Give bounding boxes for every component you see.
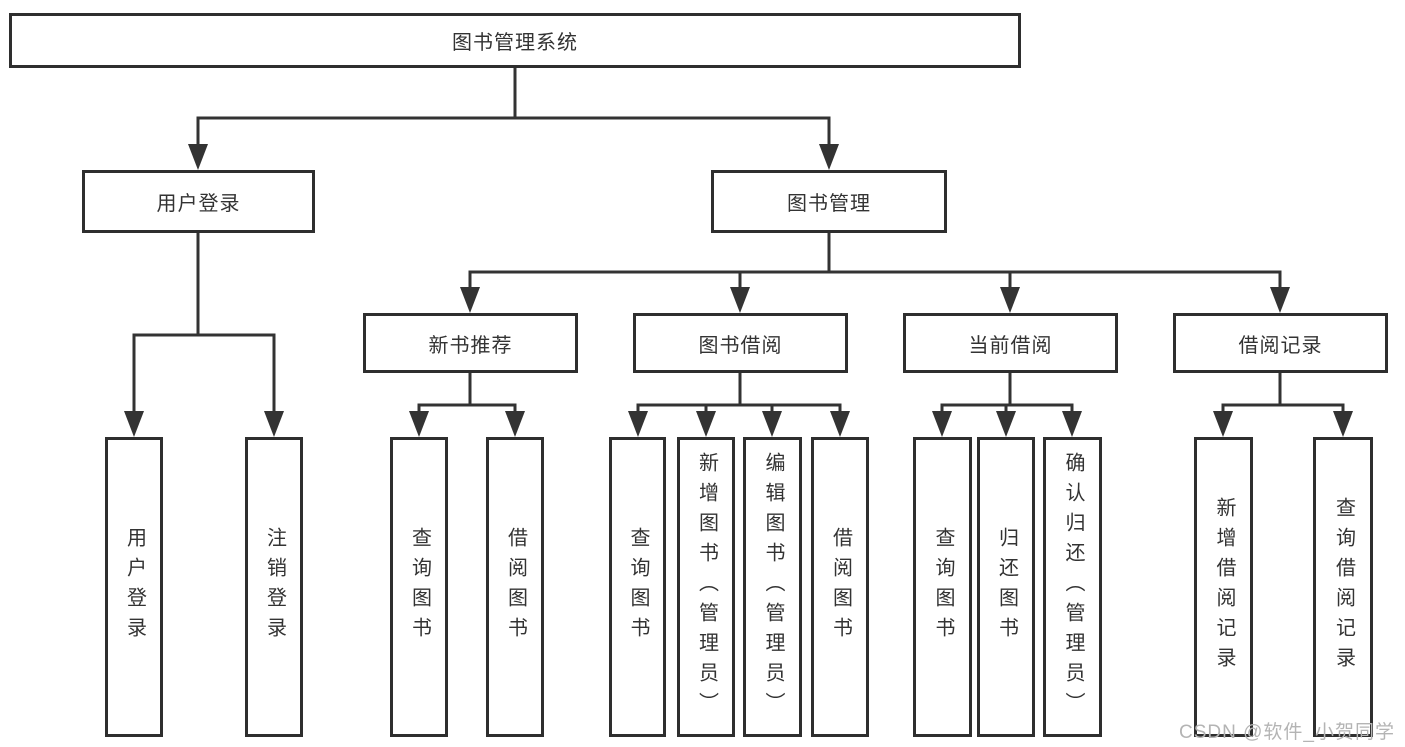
node-book-management-system: 图书管理系统 — [9, 13, 1021, 68]
arrowheads — [124, 144, 1353, 437]
node-new-book-recommend: 新书推荐 — [363, 313, 578, 373]
node-label: 查询图书 — [408, 527, 431, 647]
node-label: 确认归还（管理员） — [1062, 452, 1084, 722]
leaf-add-book-admin: 新增图书（管理员） — [677, 437, 735, 737]
leaf-query-books-recommend: 查询图书 — [390, 437, 448, 737]
leaf-borrow-books-recommend: 借阅图书 — [486, 437, 544, 737]
leaf-add-borrow-record: 新增借阅记录 — [1194, 437, 1253, 737]
node-label: 新书推荐 — [428, 334, 513, 357]
node-current-borrow: 当前借阅 — [903, 313, 1118, 373]
leaf-query-books-current: 查询图书 — [913, 437, 972, 737]
node-label: 注销登录 — [263, 527, 286, 647]
node-borrow-records: 借阅记录 — [1173, 313, 1388, 373]
node-label: 借阅记录 — [1238, 334, 1323, 357]
node-label: 用户登录 — [123, 527, 146, 647]
node-label: 图书管理 — [787, 193, 871, 215]
node-label: 编辑图书（管理员） — [762, 452, 784, 722]
leaf-return-books: 归还图书 — [977, 437, 1035, 737]
node-label: 查询图书 — [932, 527, 954, 647]
node-label: 查询借阅记录 — [1332, 497, 1355, 677]
node-book-management: 图书管理 — [711, 170, 947, 233]
leaf-edit-book-admin: 编辑图书（管理员） — [743, 437, 802, 737]
leaf-user-login: 用户登录 — [105, 437, 163, 737]
node-label: 借阅图书 — [504, 527, 527, 647]
node-label: 图书管理系统 — [452, 32, 578, 54]
node-label: 新增借阅记录 — [1213, 497, 1235, 677]
leaf-query-borrow-record: 查询借阅记录 — [1313, 437, 1373, 737]
node-label: 图书借阅 — [698, 334, 783, 357]
leaf-query-books-borrow: 查询图书 — [609, 437, 666, 737]
node-label: 归还图书 — [995, 527, 1018, 647]
node-label: 查询图书 — [627, 527, 649, 647]
node-label: 借阅图书 — [829, 527, 852, 647]
leaf-logout: 注销登录 — [245, 437, 303, 737]
node-label: 用户登录 — [156, 193, 241, 215]
node-book-borrow: 图书借阅 — [633, 313, 848, 373]
leaf-confirm-return-admin: 确认归还（管理员） — [1043, 437, 1102, 737]
node-label: 当前借阅 — [968, 334, 1053, 357]
node-label: 新增图书（管理员） — [695, 452, 718, 722]
leaf-borrow-books: 借阅图书 — [811, 437, 869, 737]
node-user-login: 用户登录 — [82, 170, 315, 233]
watermark: CSDN @软件_小贺同学 — [1179, 722, 1395, 743]
